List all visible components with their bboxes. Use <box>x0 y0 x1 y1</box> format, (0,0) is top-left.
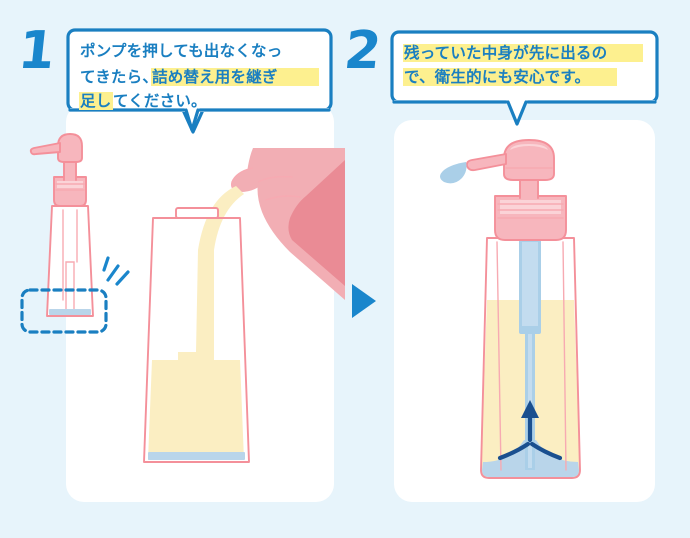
step-2-number: 2 <box>341 21 383 81</box>
panel-1-illustration <box>20 133 345 463</box>
dispensed-droplet <box>440 162 467 184</box>
bubble-1-line-3-plain: てください。 <box>113 92 207 110</box>
bubble-2-line-1-text: 残っていた中身が先に出るの <box>404 43 607 62</box>
panel-2-illustration <box>440 139 581 479</box>
step-arrow <box>352 284 376 318</box>
step-1-number: 1 <box>15 21 57 81</box>
speech-bubble-1: ポンプを押しても出なくなっ てきたら、 詰め替え用を継ぎ 足し てください。 <box>66 28 333 134</box>
bubble-1-line-3: 足し てください。 <box>79 92 207 110</box>
flow-arrow-upward <box>497 400 563 461</box>
bubble-1-line-2: てきたら、 詰め替え用を継ぎ <box>80 67 319 86</box>
bubble-1-line-1-text: ポンプを押しても出なくなっ <box>80 41 282 60</box>
sparkle-lines <box>102 256 130 286</box>
pump-bottle-filled <box>440 139 581 479</box>
bubble-1-line-1: ポンプを押しても出なくなっ <box>80 41 282 60</box>
refill-bottle <box>143 207 250 463</box>
bubble-1-line-3-highlight: 足し <box>80 92 111 110</box>
bubble-2-line-1: 残っていた中身が先に出るの <box>403 43 643 62</box>
bubble-2-line-2-text: で、衛生的にも安心です。 <box>404 67 590 86</box>
bubble-1-line-2-plain: てきたら、 <box>80 68 158 86</box>
bubble-1-line-2-highlight: 詰め替え用を継ぎ <box>152 67 278 86</box>
pouring-stream <box>196 186 244 352</box>
dashed-highlight-box <box>20 288 108 334</box>
speech-bubble-2: 残っていた中身が先に出るの で、衛生的にも安心です。 <box>390 30 659 126</box>
bubble-2-line-2: で、衛生的にも安心です。 <box>403 67 617 86</box>
